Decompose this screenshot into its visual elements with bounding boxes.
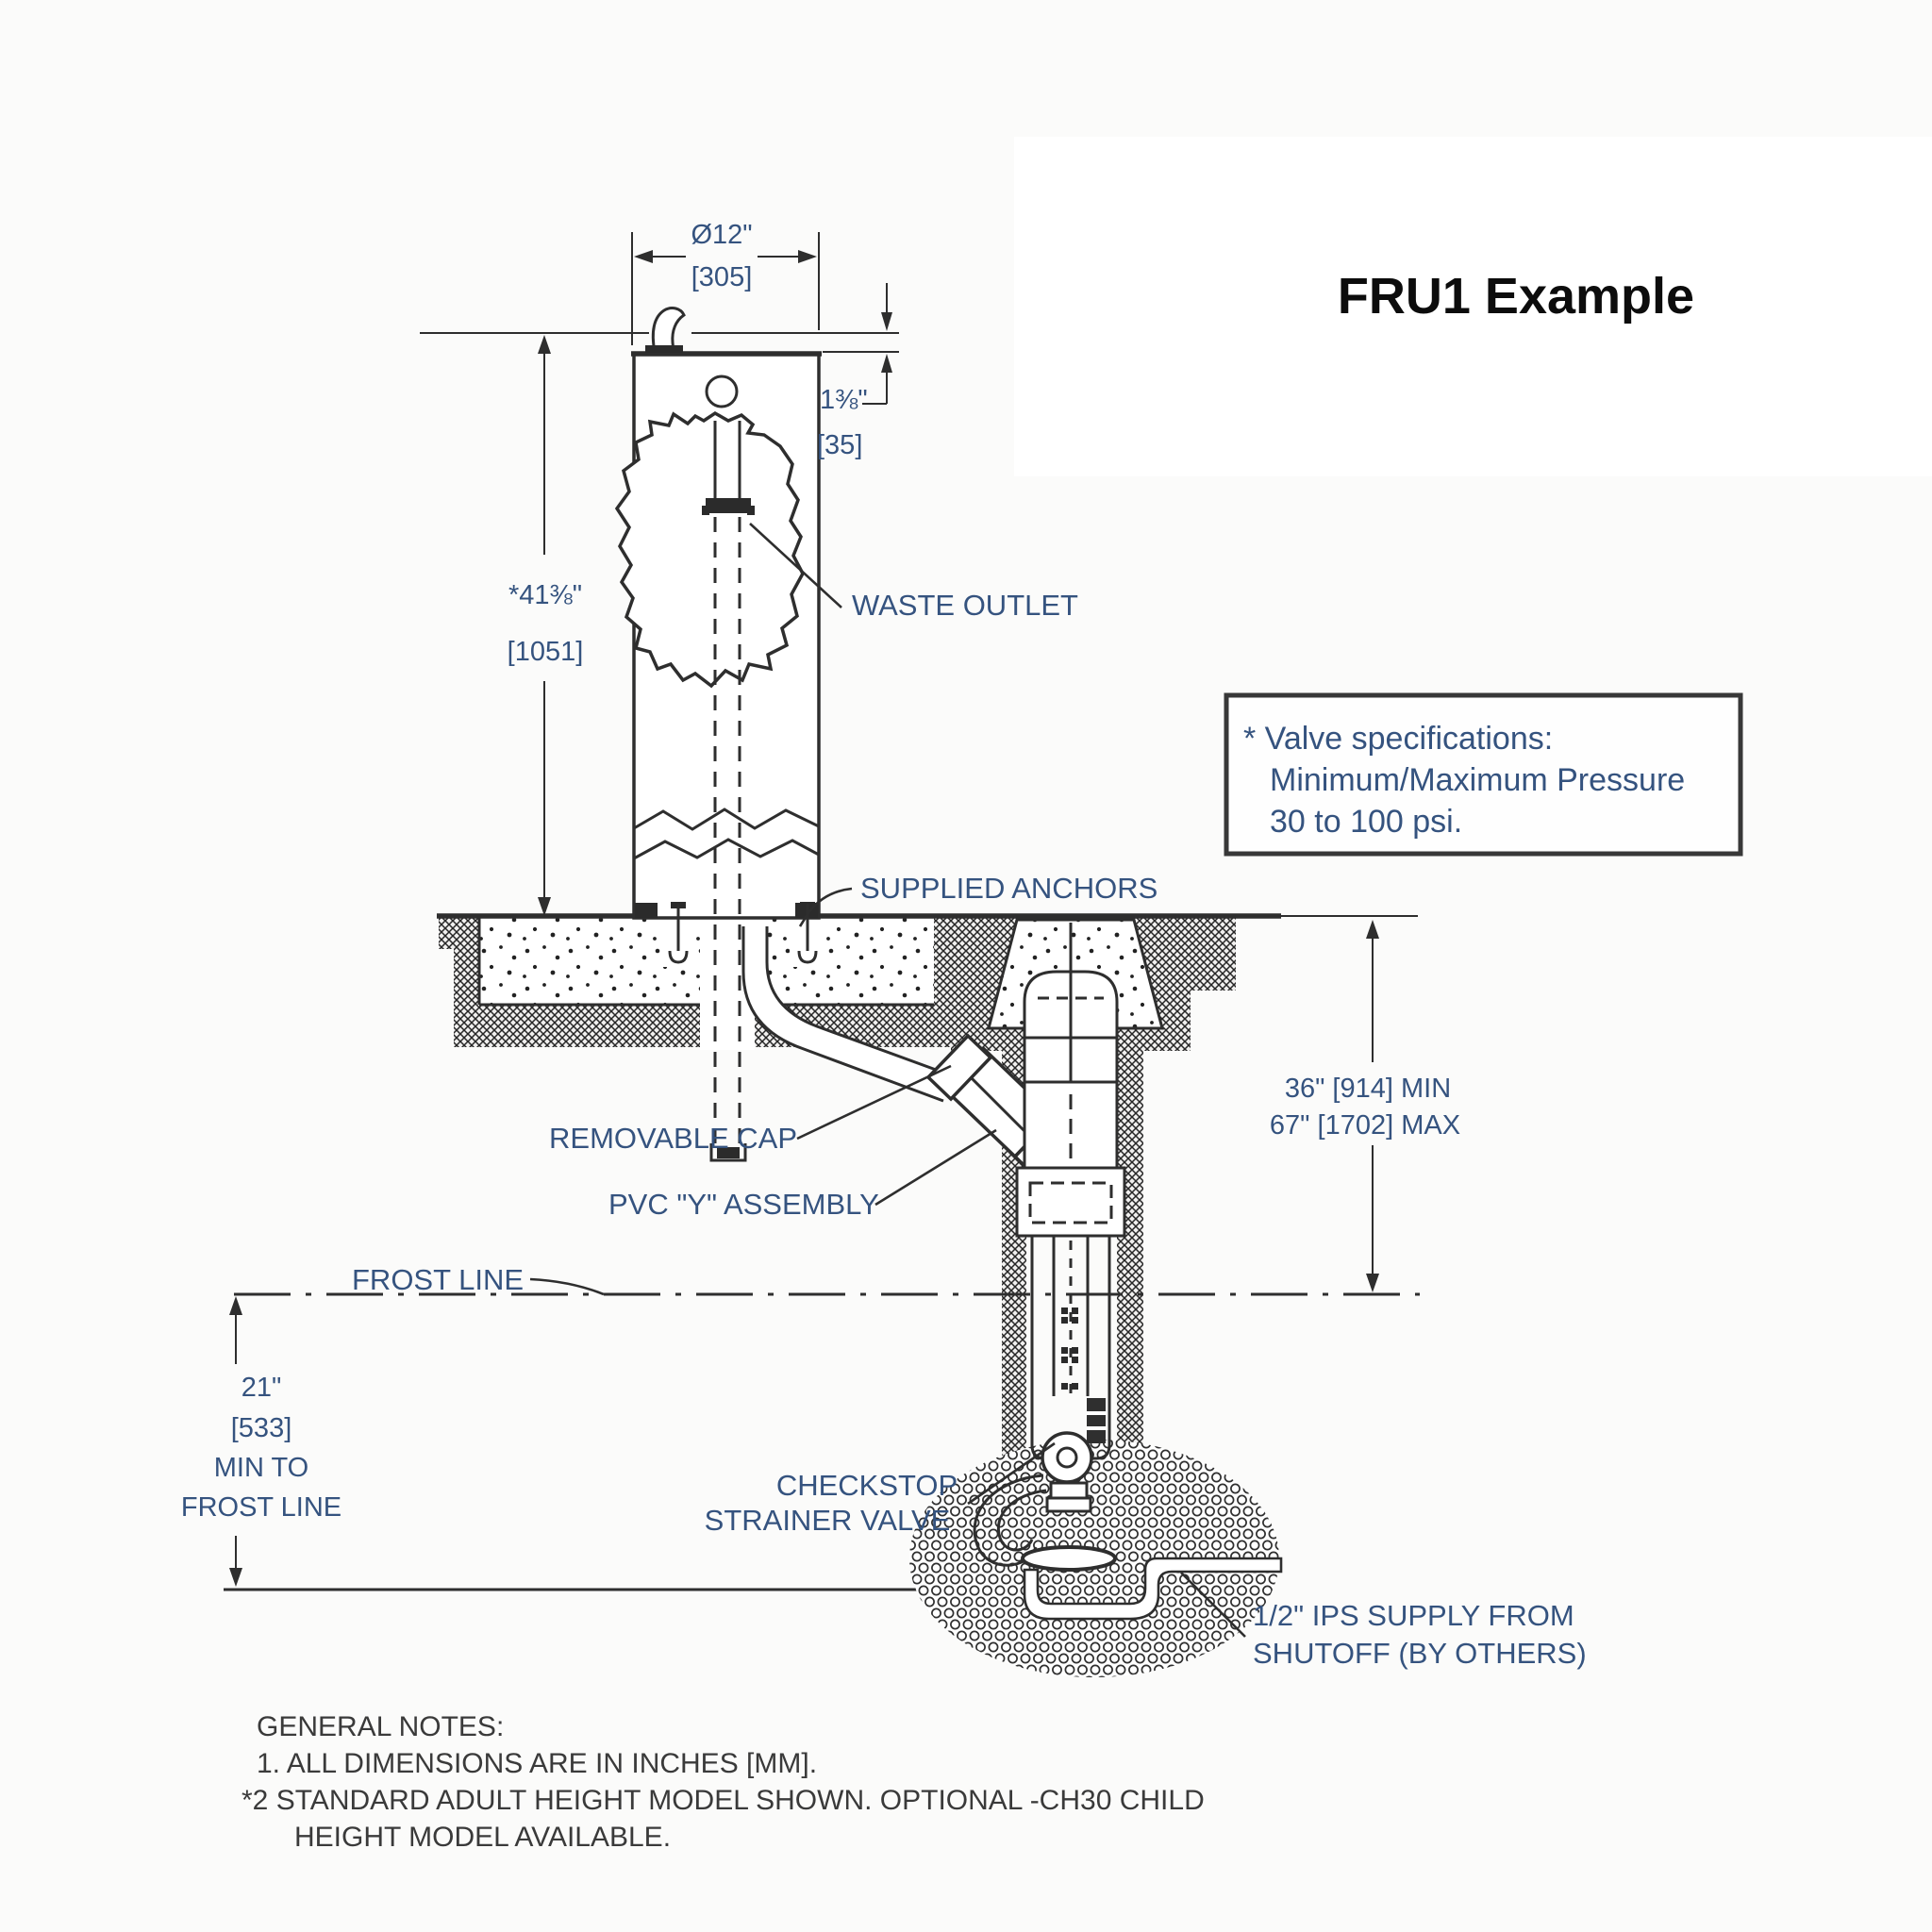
drain-dashed <box>709 517 747 1162</box>
break-line <box>633 808 820 831</box>
dimension-bubbler-height: 1⅜" [35] <box>420 283 899 460</box>
page-title: FRU1 Example <box>1338 268 1694 325</box>
dimension-frost-depth: 21" [533] MIN TO FROST LINE <box>181 1296 341 1587</box>
dim-frost-l4: FROST LINE <box>181 1492 341 1523</box>
label-checkstop-2: STRAINER VALVE <box>705 1504 951 1537</box>
dim-bubbler-mm: [35] <box>817 430 862 460</box>
valve-note-line2: Minimum/Maximum Pressure <box>1270 762 1685 798</box>
dim-frost-mm: [533] <box>231 1413 292 1443</box>
valve-spec-box: * Valve specifications: Minimum/Maximum … <box>1224 692 1743 857</box>
valve-base-disc <box>1021 1545 1117 1572</box>
dim-bubbler-in: 1⅜" <box>820 385 868 415</box>
supply-pipe-run <box>1023 1557 1283 1621</box>
valve-note-line3: 30 to 100 psi. <box>1270 804 1462 840</box>
label-supply-1: 1/2" IPS SUPPLY FROM <box>1253 1599 1574 1632</box>
dim-frost-in: 21" <box>242 1373 282 1403</box>
label-checkstop-1: CHECKSTOP <box>776 1469 958 1502</box>
general-notes: GENERAL NOTES: 1. ALL DIMENSIONS ARE IN … <box>242 1711 1205 1853</box>
label-frost-line: FROST LINE <box>352 1263 524 1296</box>
label-supplied-anchors: SUPPLIED ANCHORS <box>860 872 1158 905</box>
waste-outlet-fitting <box>706 498 751 513</box>
dim-bury-max: 67" [1702] MAX <box>1270 1110 1460 1141</box>
dim-diameter-mm: [305] <box>691 262 753 292</box>
label-pvc-y-assembly: PVC "Y" ASSEMBLY <box>608 1188 879 1221</box>
notes-heading: GENERAL NOTES: <box>257 1711 504 1742</box>
label-waste-outlet: WASTE OUTLET <box>852 589 1078 622</box>
anchor-bolts <box>668 902 818 964</box>
break-line <box>633 838 820 860</box>
background-panel <box>1014 137 1932 476</box>
push-button <box>705 375 739 408</box>
dim-height-in: *41⅜" <box>508 580 582 610</box>
notes-line1: 1. ALL DIMENSIONS ARE IN INCHES [MM]. <box>257 1748 817 1779</box>
valve-note-line1: * Valve specifications: <box>1243 721 1553 757</box>
dim-height-mm: [1051] <box>508 637 584 667</box>
riser-pipe <box>1015 970 1126 1238</box>
dim-frost-l3: MIN TO <box>214 1453 308 1483</box>
notes-line2: *2 STANDARD ADULT HEIGHT MODEL SHOWN. OP… <box>242 1785 1205 1816</box>
label-supply-2: SHUTOFF (BY OTHERS) <box>1253 1637 1587 1670</box>
callouts: WASTE OUTLET SUPPLIED ANCHORS REMOVABLE … <box>352 523 1587 1670</box>
dim-bury-min: 36" [914] MIN <box>1285 1074 1451 1104</box>
valve-bonnet <box>1087 1398 1106 1443</box>
dimension-height: *41⅜" [1051] <box>508 335 584 916</box>
notes-line2b: HEIGHT MODEL AVAILABLE. <box>294 1822 671 1853</box>
label-removable-cap: REMOVABLE CAP <box>549 1122 797 1155</box>
dim-diameter-in: Ø12" <box>691 220 752 250</box>
valve-assembly <box>973 1236 1283 1621</box>
removable-cap-part <box>925 1033 993 1102</box>
checkstop-valve-body <box>1041 1431 1093 1484</box>
supply-loop <box>973 1474 1044 1567</box>
dimension-bury-depth: 36" [914] MIN 67" [1702] MAX <box>1270 920 1460 1292</box>
pipe-joint-marks <box>1061 1307 1078 1390</box>
concrete-pad <box>477 918 934 1050</box>
cutaway-blob <box>614 410 805 689</box>
fountain-pedestal <box>614 307 822 920</box>
bubbler <box>651 307 686 354</box>
dimension-diameter: Ø12" [305] <box>631 220 820 345</box>
